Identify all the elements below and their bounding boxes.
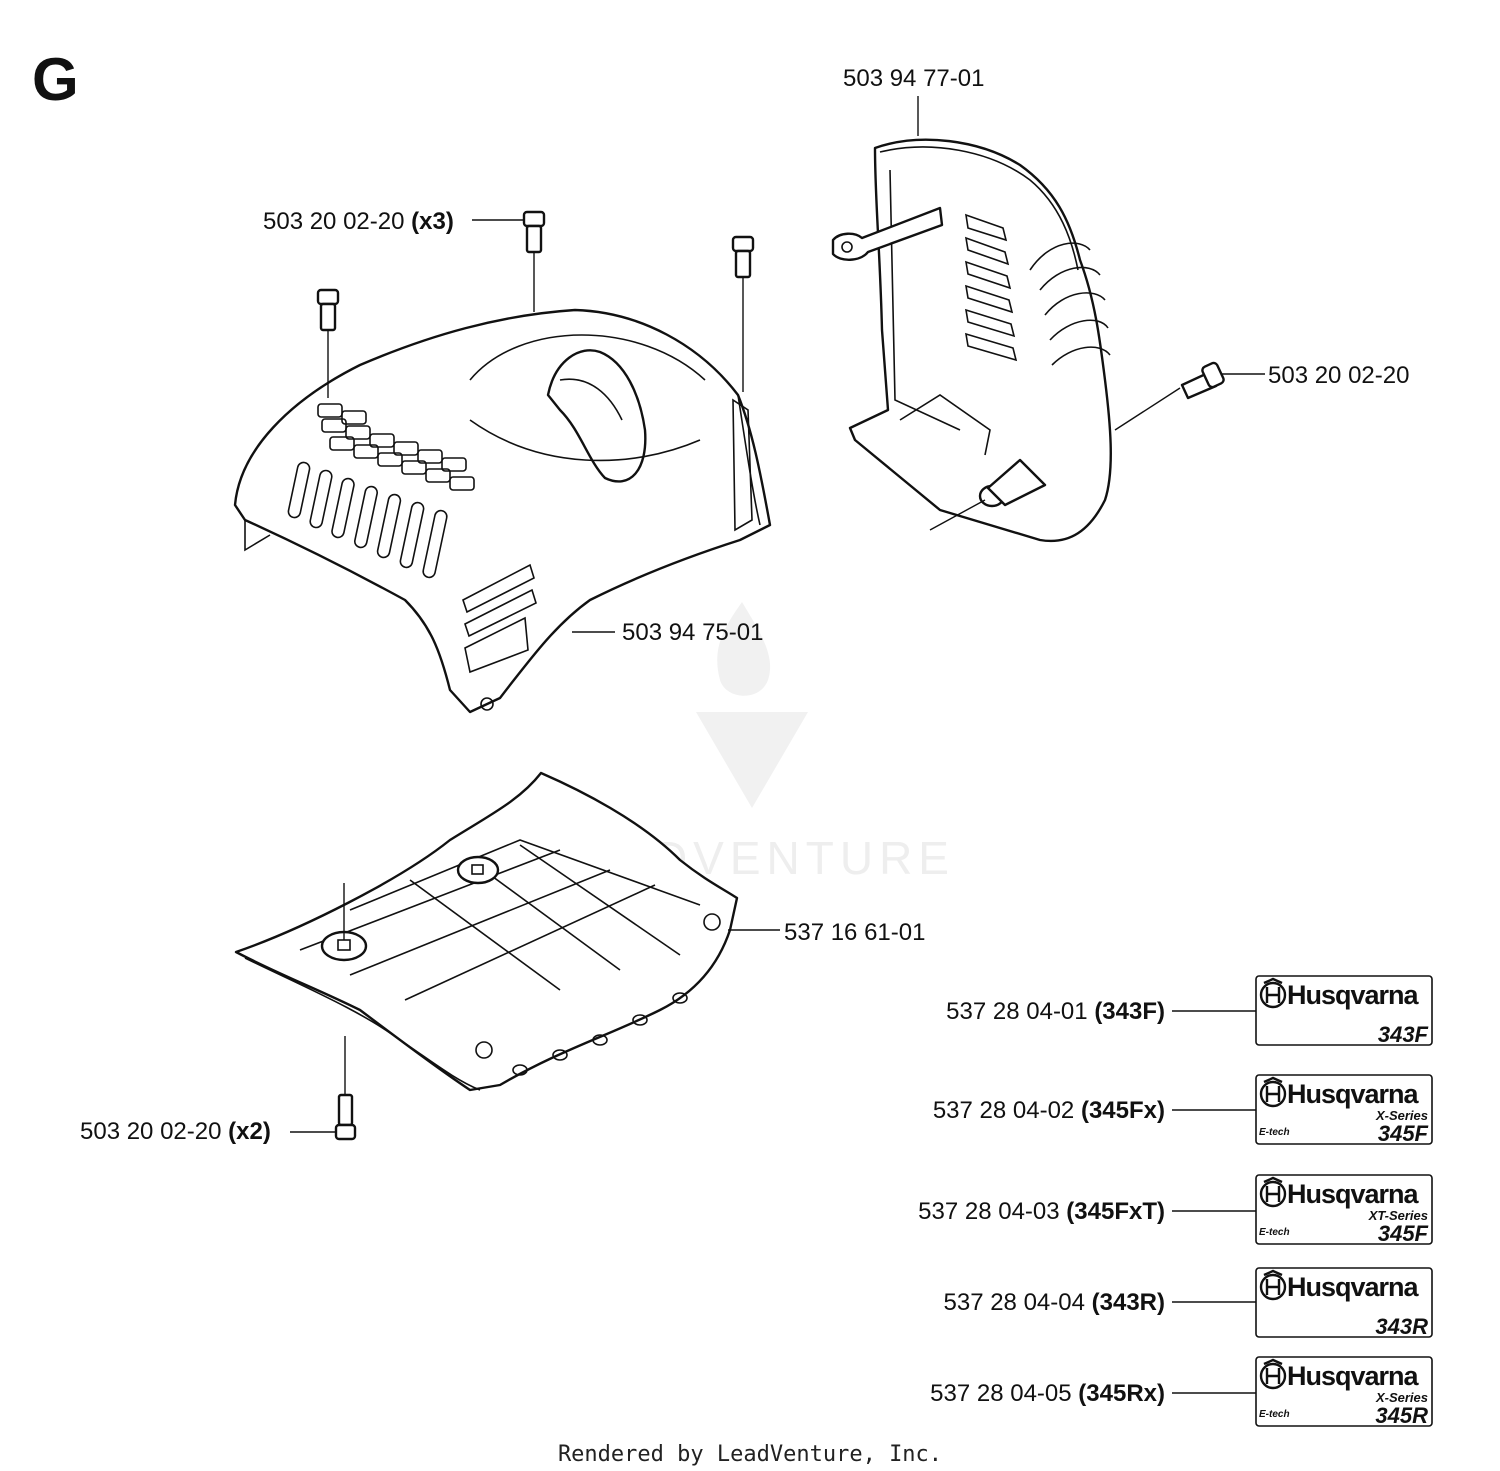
section-letter: G	[32, 46, 79, 113]
decal-series: X-Series	[1375, 1390, 1428, 1405]
callout-screw-x2[interactable]: 503 20 02-20 (x2)	[80, 1118, 271, 1145]
decal-brand: Husqvarna	[1287, 1079, 1420, 1109]
callout-air-filter-cover[interactable]: 503 94 77-01	[843, 65, 984, 136]
decal-model: 345F	[1378, 1221, 1429, 1246]
decal-etech: E-tech	[1259, 1227, 1290, 1238]
filter-cover-screw[interactable]	[1180, 361, 1265, 400]
decal-variant: (345Rx)	[1078, 1380, 1165, 1407]
decal-row-345rx[interactable]: 537 28 04-05 (345Rx) Husqvarna X-Series …	[930, 1356, 1433, 1428]
decal-part-number: 537 28 04-05	[930, 1380, 1071, 1407]
watermark-v-icon	[696, 712, 808, 808]
footer-credit: Rendered by LeadVenture, Inc.	[558, 1442, 942, 1467]
bottom-plate-screw[interactable]	[290, 1036, 357, 1141]
decal-row-343r[interactable]: 537 28 04-04 (343R) Husqvarna 343R	[944, 1267, 1433, 1339]
cover-screw-right[interactable]	[731, 235, 755, 392]
decal-series: X-Series	[1375, 1108, 1428, 1123]
decal-part-number: 537 28 04-01	[946, 998, 1087, 1025]
callout-quantity: (x3)	[411, 208, 454, 235]
callout-screw-x3[interactable]: 503 20 02-20 (x3)	[263, 208, 524, 235]
decal-row-345fx[interactable]: 537 28 04-02 (345Fx) Husqvarna X-Series …	[933, 1074, 1433, 1146]
husqvarna-logo-icon	[1259, 1176, 1287, 1208]
husqvarna-logo-icon	[1259, 1076, 1287, 1108]
decal-series: XT-Series	[1368, 1208, 1428, 1223]
watermark-flame-icon	[717, 602, 771, 696]
callout-quantity: (x2)	[228, 1118, 271, 1145]
air-filter-cover-part[interactable]	[831, 138, 1181, 543]
decal-variant: (345Fx)	[1081, 1097, 1165, 1124]
decal-brand: Husqvarna	[1287, 1361, 1420, 1391]
decal-model: 345R	[1375, 1403, 1428, 1428]
svg-text:537 28 04-04 (343R): 537 28 04-04 (343R)	[944, 1289, 1166, 1316]
svg-text:503 20 02-20 (x3): 503 20 02-20 (x3)	[263, 208, 454, 235]
callout-part-number: 503 94 75-01	[622, 619, 763, 646]
cover-screw-left[interactable]	[316, 288, 340, 398]
callout-part-number: 503 20 02-20	[1268, 362, 1409, 389]
decal-part-number: 537 28 04-03	[918, 1198, 1059, 1225]
callout-part-number: 503 20 02-20	[263, 208, 404, 235]
decal-model: 343R	[1375, 1314, 1428, 1339]
decal-variant: (343F)	[1094, 998, 1165, 1025]
decal-etech: E-tech	[1259, 1127, 1290, 1138]
decal-variant: (343R)	[1092, 1289, 1165, 1316]
decal-part-number: 537 28 04-02	[933, 1097, 1074, 1124]
decal-brand: Husqvarna	[1287, 1272, 1420, 1302]
husqvarna-logo-icon	[1259, 977, 1287, 1009]
decal-brand: Husqvarna	[1287, 980, 1420, 1010]
callout-bottom-plate[interactable]: 537 16 61-01	[784, 919, 925, 946]
callout-cylinder-cover[interactable]: 503 94 75-01	[572, 619, 763, 646]
svg-text:537 28 04-01 (343F): 537 28 04-01 (343F)	[946, 998, 1165, 1025]
callout-part-number: 537 16 61-01	[784, 919, 925, 946]
decal-row-343f[interactable]: 537 28 04-01 (343F) Husqvarna 343F	[946, 975, 1433, 1047]
husqvarna-logo-icon	[1259, 1269, 1287, 1301]
decal-row-345fxt[interactable]: 537 28 04-03 (345FxT) Husqvarna XT-Serie…	[918, 1174, 1433, 1246]
svg-text:503 20 02-20 (x2): 503 20 02-20 (x2)	[80, 1118, 271, 1145]
husqvarna-logo-icon	[1259, 1358, 1287, 1390]
bottom-plate-part[interactable]	[234, 771, 780, 1092]
decal-variant: (345FxT)	[1066, 1198, 1165, 1225]
svg-text:537 28 04-05 (345Rx): 537 28 04-05 (345Rx)	[930, 1380, 1165, 1407]
callout-screw-single[interactable]: 503 20 02-20	[1268, 362, 1409, 389]
cylinder-cover-part[interactable]	[233, 308, 772, 714]
svg-text:537 28 04-03 (345FxT): 537 28 04-03 (345FxT)	[918, 1198, 1165, 1225]
callout-part-number: 503 94 77-01	[843, 65, 984, 92]
decal-part-number: 537 28 04-04	[944, 1289, 1085, 1316]
svg-text:537 28 04-02 (345Fx): 537 28 04-02 (345Fx)	[933, 1097, 1165, 1124]
decal-model: 343F	[1378, 1022, 1429, 1047]
callout-part-number: 503 20 02-20	[80, 1118, 221, 1145]
decal-brand: Husqvarna	[1287, 1179, 1420, 1209]
decal-etech: E-tech	[1259, 1409, 1290, 1420]
cover-screw-middle[interactable]	[522, 210, 546, 312]
decal-model: 345F	[1378, 1121, 1429, 1146]
